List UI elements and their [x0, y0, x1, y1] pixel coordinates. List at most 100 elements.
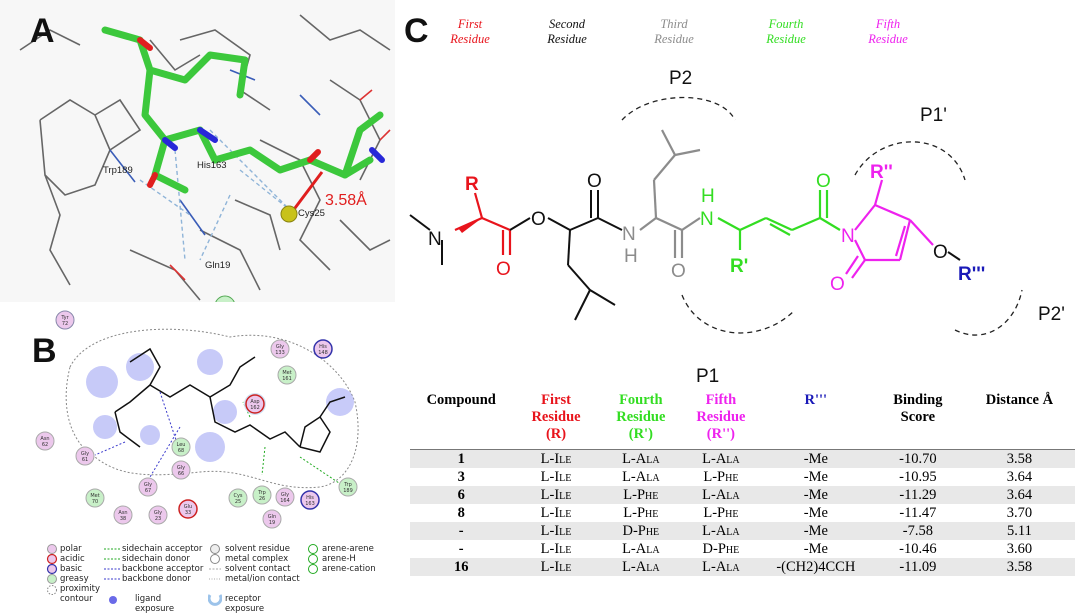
- panel-a-letter: A: [30, 12, 55, 50]
- cell-fifth: L-Ala: [682, 486, 760, 504]
- legend-bb-donor: backbone donor: [122, 574, 191, 584]
- legend-metal-complex: metal complex: [225, 554, 289, 564]
- res-trp26: Trp: [257, 490, 266, 496]
- svg-text:61: 61: [82, 457, 88, 463]
- cell-r3: -Me: [803, 469, 828, 485]
- cell-fifth: L-Ala: [682, 558, 760, 576]
- sub-r2: R'': [870, 162, 893, 183]
- res-gln19: Gln: [268, 514, 276, 520]
- svg-text:163: 163: [305, 501, 315, 507]
- legend-acidic: acidic: [60, 554, 85, 564]
- cell-score: -10.70: [871, 449, 964, 468]
- col-compound: Compound: [410, 388, 513, 450]
- cell-fifth: D-Phe: [702, 541, 740, 557]
- pocket-p1: P1: [696, 366, 720, 387]
- atom-h-amide2: H: [701, 186, 715, 207]
- svg-text:148: 148: [318, 350, 328, 356]
- svg-text:19: 19: [269, 520, 275, 526]
- legend-bb-acceptor: backbone acceptor: [122, 564, 204, 574]
- cell-distance: 3.58: [963, 558, 1075, 576]
- cell-first: L-Ile: [512, 486, 600, 504]
- svg-text:68: 68: [178, 448, 184, 454]
- res-gly23: Gly: [154, 510, 162, 516]
- atom-o-ether: O: [933, 242, 948, 263]
- res-met70: Met: [90, 493, 99, 499]
- cell-first: L-Ile: [512, 449, 600, 468]
- legend-receptor-exposure: exposure: [225, 604, 265, 614]
- cell-first: L-Ile: [512, 522, 600, 540]
- legend-polar: polar: [60, 544, 82, 554]
- svg-text:164: 164: [280, 498, 290, 504]
- col-r3: R''': [759, 388, 872, 450]
- svg-text:62: 62: [42, 442, 48, 448]
- svg-text:72: 72: [62, 321, 68, 327]
- legend-ligand-exposure: exposure: [135, 604, 175, 614]
- cell-fourth: L-Ala: [622, 469, 660, 485]
- cell-first: L-Ile: [540, 541, 572, 557]
- cell-score: -7.58: [871, 522, 964, 540]
- cell-compound: -: [458, 541, 464, 557]
- pocket-p1prime: P1': [920, 105, 947, 126]
- cell-compound: -: [410, 522, 513, 540]
- cell-fourth: D-Phe: [599, 522, 683, 540]
- legend-arene-cation: arene-cation: [322, 564, 376, 574]
- cell-compound: 8: [457, 505, 465, 521]
- atom-n-pyrrolinone: N: [841, 226, 855, 247]
- cell-r3: -(CH2)4CCH: [759, 558, 872, 576]
- svg-text:23: 23: [155, 516, 161, 522]
- cell-fifth: L-Ala: [682, 449, 760, 468]
- svg-text:161: 161: [282, 376, 292, 382]
- res-his163: His: [306, 495, 314, 501]
- res-trp189: Trp: [343, 482, 352, 488]
- svg-text:33: 33: [185, 510, 191, 516]
- docking-3d-view: 3.58Å Trp189 His163 Cys25 Gln19: [19, 14, 391, 302]
- cell-fifth: L-Phe: [703, 505, 739, 521]
- panel-b-letter: B: [32, 332, 57, 370]
- cell-compound: 16: [410, 558, 513, 576]
- cell-r3: -Me: [759, 522, 872, 540]
- legend-receptor: receptor: [225, 594, 261, 604]
- cell-distance: 5.11: [963, 522, 1075, 540]
- panel-c-letter: C: [404, 12, 429, 50]
- legend-arene-h: arene-H: [322, 554, 356, 564]
- atom-n-amide1: N: [622, 224, 636, 245]
- res-glu33: Glu: [184, 504, 192, 510]
- legend-basic: basic: [60, 564, 83, 574]
- legend-greasy: greasy: [60, 574, 89, 584]
- svg-text:133: 133: [275, 350, 285, 356]
- svg-text:26: 26: [259, 496, 265, 502]
- cell-compound: 6: [410, 486, 513, 504]
- atom-o-ester: O: [531, 209, 546, 230]
- svg-text:67: 67: [145, 488, 151, 494]
- cell-first: L-Ile: [540, 505, 572, 521]
- svg-text:70: 70: [92, 499, 98, 505]
- cell-fourth: L-Phe: [623, 505, 659, 521]
- legend-solvent-residue: solvent residue: [225, 544, 291, 554]
- res-gly164: Gly: [281, 492, 289, 498]
- cell-fourth: L-Phe: [599, 486, 683, 504]
- res-his148: His: [319, 344, 327, 350]
- cell-fourth: L-Ala: [599, 449, 683, 468]
- col-distance: Distance Å: [963, 388, 1075, 450]
- res-gly133: Gly: [276, 344, 284, 350]
- cell-r3: -Me: [759, 449, 872, 468]
- cell-fourth: L-Ala: [622, 541, 660, 557]
- sub-r3: R''': [958, 264, 985, 285]
- cell-score: -11.09: [871, 558, 964, 576]
- cys25-label: Cys25: [298, 208, 325, 219]
- cell-distance: 3.60: [1006, 541, 1033, 557]
- res-gly61: Gly: [81, 451, 89, 457]
- atom-o-amide1: O: [587, 171, 602, 192]
- cell-fourth: L-Ala: [599, 558, 683, 576]
- atom-o-ester-carbonyl: O: [496, 259, 511, 280]
- res-asp162: Asp: [250, 399, 259, 405]
- svg-text:25: 25: [235, 499, 241, 505]
- cell-score: -11.47: [899, 505, 937, 521]
